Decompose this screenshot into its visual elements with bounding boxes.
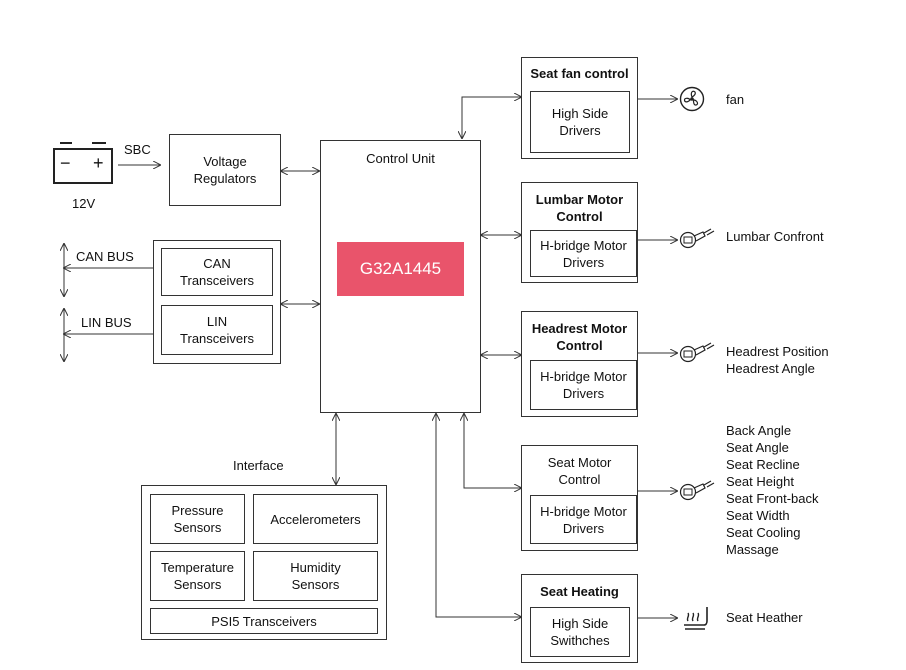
can-transceivers-label: CAN Transceivers — [180, 256, 254, 288]
lumbar-hbridge-drivers-block: H-bridge Motor Drivers — [530, 230, 637, 277]
temperature-sensors-label: Temperature Sensors — [161, 560, 234, 592]
accelerometers-label: Accelerometers — [270, 511, 361, 527]
fan-high-side-drivers-block: High Side Drivers — [530, 91, 630, 153]
lumbar-motor-icon — [679, 226, 719, 255]
seat-motor-hbridge-drivers-block: H-bridge Motor Drivers — [530, 495, 637, 544]
interface-title: Interface — [233, 458, 284, 473]
headrest-motor-icon — [679, 340, 719, 369]
pressure-sensors-block: Pressure Sensors — [150, 494, 245, 544]
lin-transceivers-block: LIN Transceivers — [161, 305, 273, 355]
lin-transceivers-label: LIN Transceivers — [180, 314, 254, 346]
battery-voltage-label: 12V — [72, 196, 96, 211]
lumbar-hbridge-drivers-label: H-bridge Motor Drivers — [540, 237, 627, 270]
heating-high-side-switches-block: High Side Swithches — [530, 607, 630, 657]
temperature-sensors-block: Temperature Sensors — [150, 551, 245, 601]
mcu-chip-label: G32A1445 — [337, 242, 464, 296]
voltage-regulators-block: Voltage Regulators — [169, 134, 281, 206]
seat-heating-title: Seat Heating — [540, 584, 619, 599]
battery-plus-sign: + — [93, 153, 104, 173]
fan-output-label: fan — [726, 92, 745, 107]
headrest-motor-control-title: Headrest Motor Control — [531, 321, 628, 353]
voltage-regulators-label: Voltage Regulators — [193, 154, 257, 186]
control-unit-title: Control Unit — [366, 151, 435, 166]
lumbar-output-label: Lumbar Confront — [726, 229, 824, 244]
pressure-sensors-label: Pressure Sensors — [171, 503, 224, 535]
battery-icon — [52, 138, 114, 191]
humidity-sensors-block: Humidity Sensors — [253, 551, 378, 601]
accelerometers-block: Accelerometers — [253, 494, 378, 544]
fan-high-side-drivers-label: High Side Drivers — [551, 106, 609, 138]
humidity-sensors-label: Humidity Sensors — [290, 560, 341, 592]
headrest-output-label: Headrest Position Headrest Angle — [726, 344, 829, 376]
psi5-transceivers-label: PSI5 Transceivers — [211, 613, 317, 629]
fan-icon — [679, 86, 705, 117]
can-bus-label: CAN BUS — [76, 249, 134, 264]
psi5-transceivers-block: PSI5 Transceivers — [150, 608, 378, 634]
lin-bus-label: LIN BUS — [81, 315, 132, 330]
battery-minus-sign: − — [60, 153, 71, 173]
seat-motor-icon — [679, 478, 719, 507]
headrest-hbridge-drivers-label: H-bridge Motor Drivers — [540, 369, 627, 401]
headrest-hbridge-drivers-block: H-bridge Motor Drivers — [530, 360, 637, 410]
seat-heating-output-label: Seat Heather — [726, 610, 803, 625]
can-transceivers-block: CAN Transceivers — [161, 248, 273, 296]
seat-fan-control-title: Seat fan control — [530, 66, 629, 81]
seat-motor-control-title: Seat Motor Control — [547, 455, 612, 487]
seat-motor-hbridge-drivers-label: H-bridge Motor Drivers — [540, 503, 627, 536]
heating-high-side-switches-label: High Side Swithches — [550, 616, 610, 648]
lumbar-motor-control-title: Lumbar Motor Control — [535, 192, 624, 224]
sbc-label: SBC — [124, 142, 151, 157]
seat-motor-output-label: Back Angle Seat Angle Seat Recline Seat … — [726, 423, 819, 557]
seat-heater-icon — [681, 601, 711, 636]
